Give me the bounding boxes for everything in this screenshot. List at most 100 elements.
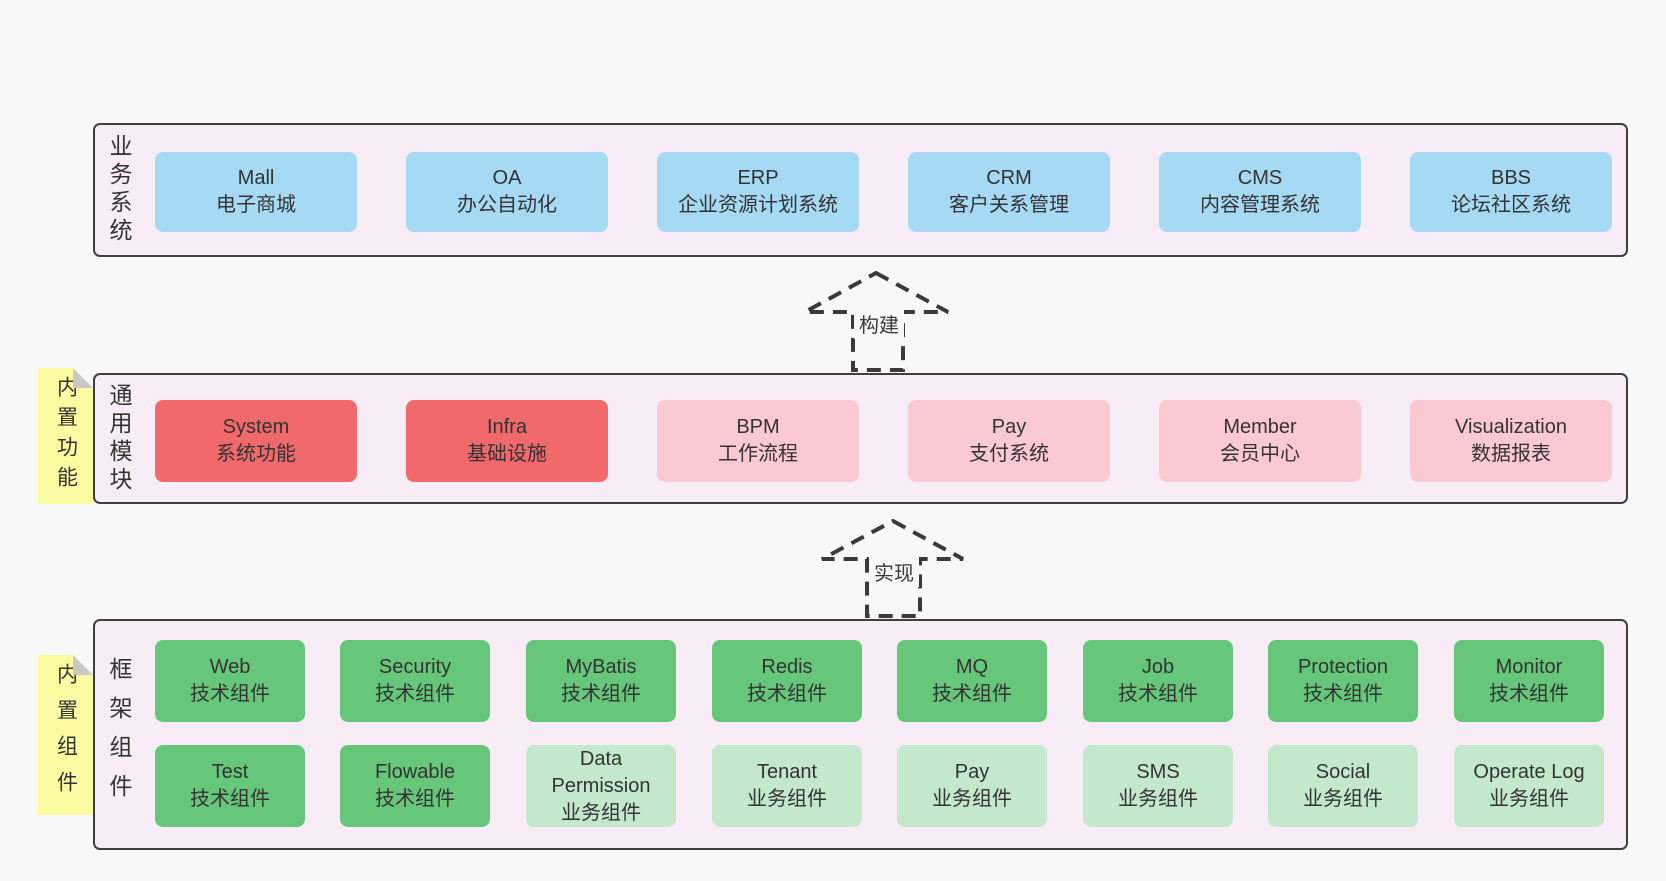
- box-subtitle: 办公自动化: [457, 194, 557, 216]
- box-subtitle: 技术组件: [375, 683, 455, 705]
- box-subtitle: 数据报表: [1471, 443, 1551, 465]
- box-subtitle: 业务组件: [561, 801, 641, 824]
- box-subtitle: 业务组件: [1489, 788, 1569, 810]
- sticky-fold-corner-icon: [73, 368, 93, 388]
- layer-framework-label: 框架组件: [106, 656, 132, 813]
- box-subtitle: 业务组件: [1118, 788, 1198, 810]
- box-subtitle: 业务组件: [932, 788, 1012, 810]
- layer-modules-label: 通用模块: [106, 382, 132, 495]
- box-title: Web: [209, 656, 251, 678]
- box-subtitle: 论坛社区系统: [1451, 194, 1571, 216]
- box-subtitle: 技术组件: [747, 683, 827, 705]
- box-title: Job: [1141, 656, 1175, 678]
- box-title: Tenant: [756, 761, 818, 783]
- sticky-built-in-features: 内置功能: [38, 368, 93, 504]
- box-subtitle: 技术组件: [190, 683, 270, 705]
- box-bbs: BBS 论坛社区系统: [1410, 152, 1612, 232]
- box-title: Operate Log: [1473, 761, 1585, 783]
- box-title: BBS: [1490, 167, 1532, 189]
- box-title: MyBatis: [565, 656, 637, 678]
- layer-business-systems: 业务系统 Mall 电子商城 OA 办公自动化 ERP 企业资源计划系统 CRM…: [93, 123, 1628, 257]
- box-subtitle: 技术组件: [1303, 683, 1383, 705]
- box-member: Member 会员中心: [1159, 400, 1361, 482]
- box-cms: CMS 内容管理系统: [1159, 152, 1361, 232]
- arrow-label-build: 构建: [854, 308, 904, 339]
- box-pay-component: Pay 业务组件: [897, 745, 1047, 827]
- box-subtitle: 企业资源计划系统: [678, 194, 838, 216]
- box-subtitle: 系统功能: [216, 443, 296, 465]
- box-subtitle: 内容管理系统: [1200, 194, 1320, 216]
- box-title: Social: [1315, 761, 1371, 783]
- box-system: System 系统功能: [155, 400, 357, 482]
- box-test: Test 技术组件: [155, 745, 305, 827]
- box-title: CMS: [1237, 167, 1283, 189]
- box-flowable: Flowable 技术组件: [340, 745, 490, 827]
- box-title: Visualization: [1455, 416, 1567, 438]
- box-job: Job 技术组件: [1083, 640, 1233, 722]
- build-arrow-icon: [804, 270, 949, 372]
- box-subtitle: 技术组件: [1489, 683, 1569, 705]
- box-title: Mall: [237, 167, 275, 189]
- box-crm: CRM 客户关系管理: [908, 152, 1110, 232]
- box-subtitle: 技术组件: [561, 683, 641, 705]
- box-title: ERP: [737, 167, 779, 189]
- layer-framework-components: 框架组件 Web 技术组件 Security 技术组件 MyBatis 技术组件…: [93, 619, 1628, 850]
- sticky-label: 内置组件: [54, 663, 78, 807]
- layer-business-label: 业务系统: [106, 134, 132, 246]
- box-title: Pay: [954, 761, 990, 783]
- implement-arrow-icon: [821, 518, 964, 618]
- box-web: Web 技术组件: [155, 640, 305, 722]
- box-title: Monitor: [1495, 656, 1563, 678]
- box-title: CRM: [986, 167, 1032, 189]
- box-title: Data Permission: [551, 747, 651, 797]
- box-tenant: Tenant 业务组件: [712, 745, 862, 827]
- box-title: System: [222, 416, 290, 438]
- box-title: Redis: [761, 656, 813, 678]
- box-title: MQ: [955, 656, 989, 678]
- box-social: Social 业务组件: [1268, 745, 1418, 827]
- box-visualization: Visualization 数据报表: [1410, 400, 1612, 482]
- box-subtitle: 会员中心: [1220, 443, 1300, 465]
- box-sms: SMS 业务组件: [1083, 745, 1233, 827]
- box-subtitle: 业务组件: [1303, 788, 1383, 810]
- box-oa: OA 办公自动化: [406, 152, 608, 232]
- box-subtitle: 基础设施: [467, 443, 547, 465]
- box-title: Pay: [991, 416, 1027, 438]
- box-subtitle: 技术组件: [190, 788, 270, 810]
- box-protection: Protection 技术组件: [1268, 640, 1418, 722]
- box-subtitle: 电子商城: [216, 194, 296, 216]
- box-subtitle: 技术组件: [375, 788, 455, 810]
- box-subtitle: 客户关系管理: [949, 194, 1069, 216]
- box-title: SMS: [1136, 761, 1180, 783]
- box-monitor: Monitor 技术组件: [1454, 640, 1604, 722]
- box-subtitle: 技术组件: [1118, 683, 1198, 705]
- box-data-permission: Data Permission 业务组件: [526, 745, 676, 827]
- box-title: Protection: [1297, 656, 1389, 678]
- box-redis: Redis 技术组件: [712, 640, 862, 722]
- box-subtitle: 工作流程: [718, 443, 798, 465]
- box-title: Infra: [486, 416, 528, 438]
- layer-common-modules: 通用模块 System 系统功能 Infra 基础设施 BPM 工作流程 Pay…: [93, 373, 1628, 504]
- box-erp: ERP 企业资源计划系统: [657, 152, 859, 232]
- box-subtitle: 业务组件: [747, 788, 827, 810]
- box-security: Security 技术组件: [340, 640, 490, 722]
- box-mall: Mall 电子商城: [155, 152, 357, 232]
- box-subtitle: 支付系统: [969, 443, 1049, 465]
- sticky-label: 内置功能: [54, 376, 78, 496]
- box-mybatis: MyBatis 技术组件: [526, 640, 676, 722]
- box-pay-module: Pay 支付系统: [908, 400, 1110, 482]
- sticky-built-in-components: 内置组件: [38, 655, 93, 815]
- box-operate-log: Operate Log 业务组件: [1454, 745, 1604, 827]
- sticky-fold-corner-icon: [73, 655, 93, 675]
- box-bpm: BPM 工作流程: [657, 400, 859, 482]
- box-title: Member: [1223, 416, 1297, 438]
- arrow-label-implement: 实现: [869, 556, 919, 587]
- box-title: BPM: [736, 416, 780, 438]
- box-title: Security: [378, 656, 452, 678]
- box-mq: MQ 技术组件: [897, 640, 1047, 722]
- box-infra: Infra 基础设施: [406, 400, 608, 482]
- box-title: Flowable: [374, 761, 456, 783]
- box-title: OA: [492, 167, 522, 189]
- box-title: Test: [211, 761, 249, 783]
